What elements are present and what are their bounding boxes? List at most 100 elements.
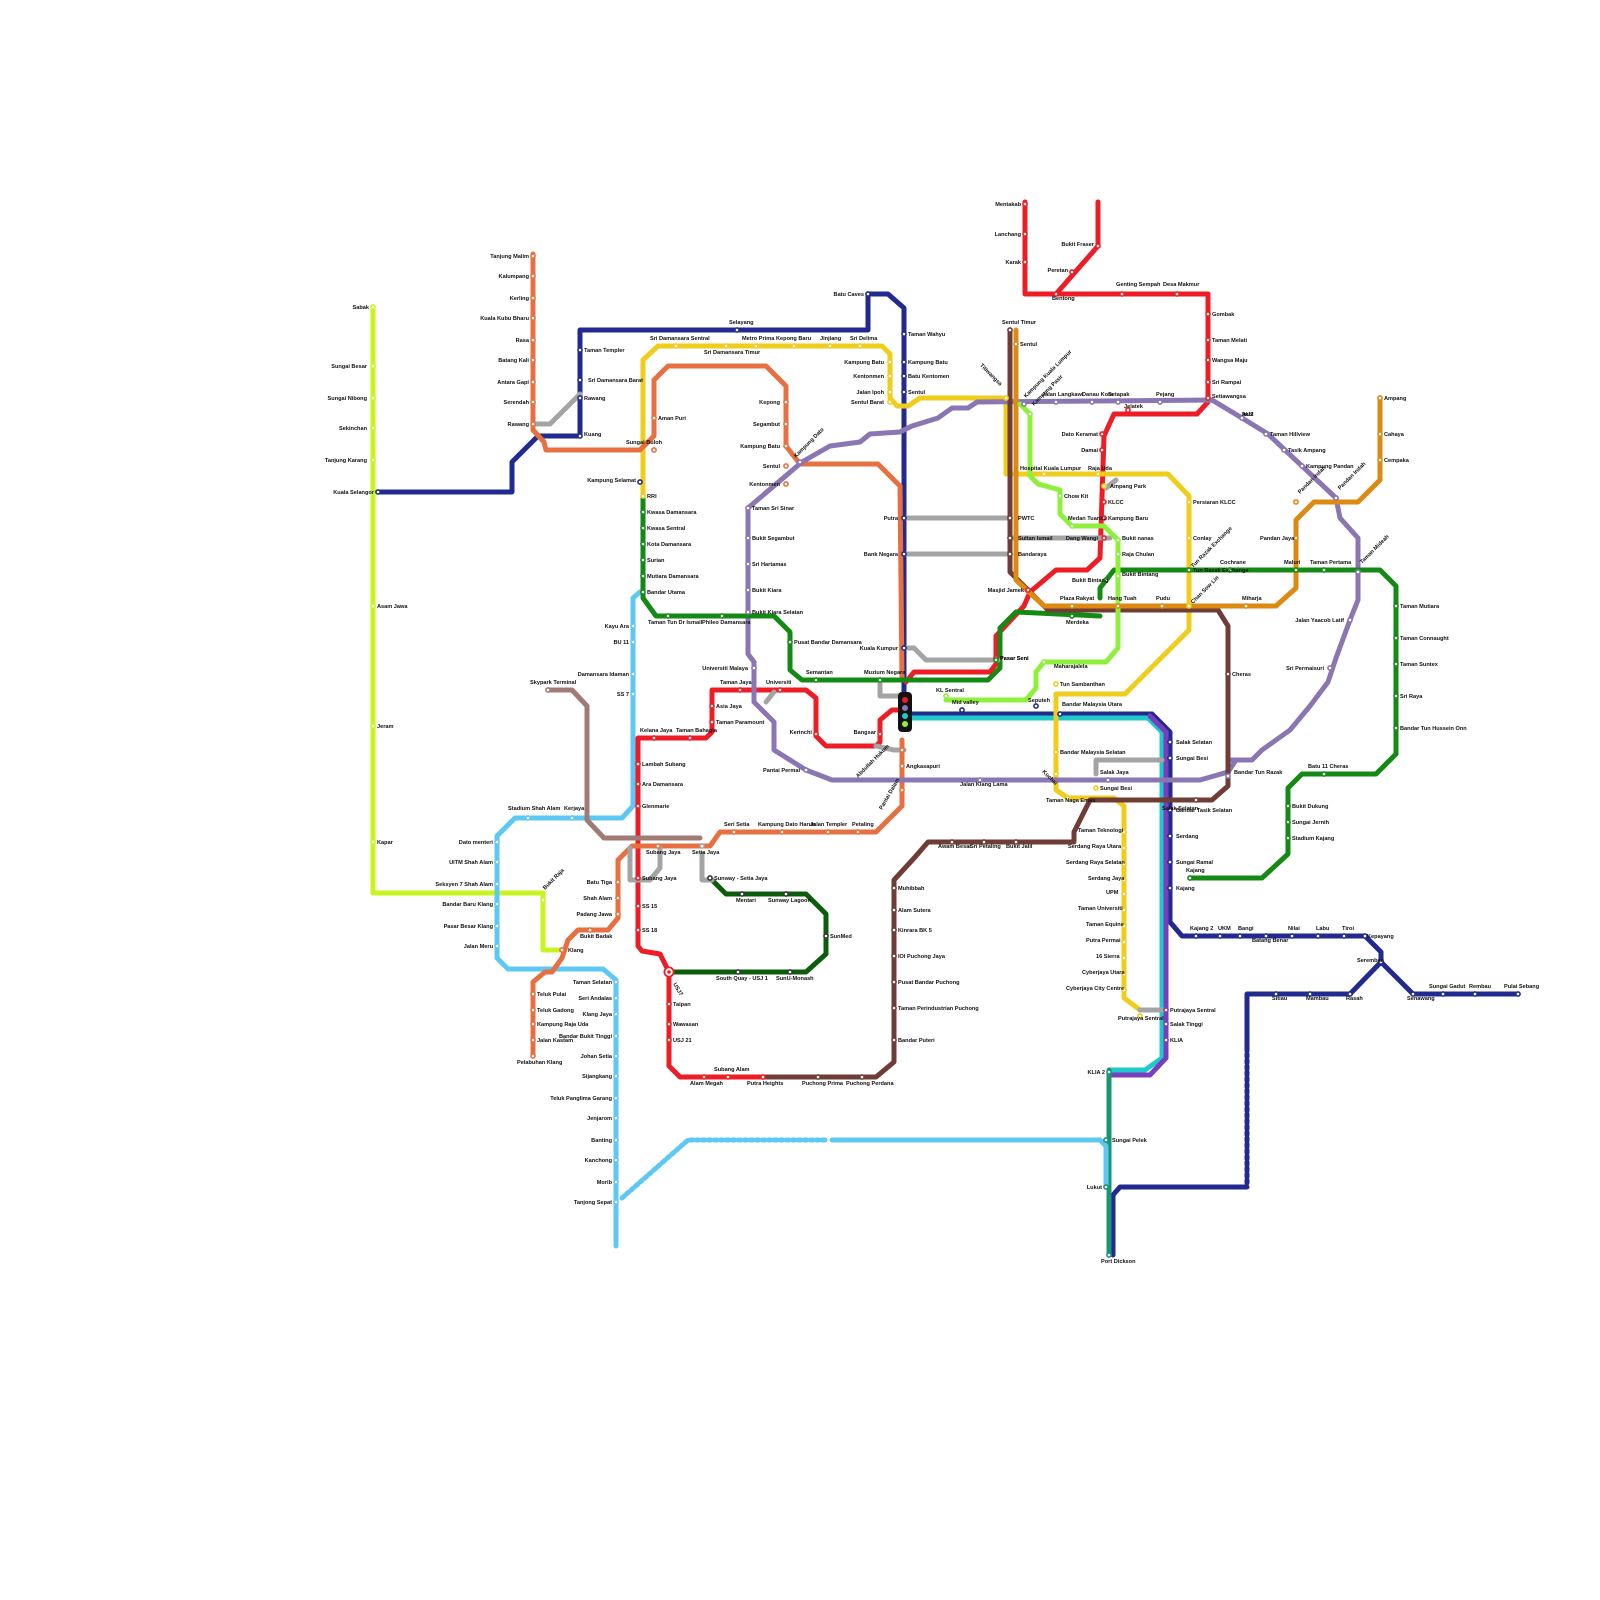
station-marker[interactable]: [816, 1075, 820, 1079]
station-marker[interactable]: [1322, 568, 1326, 572]
station-marker[interactable]: [560, 948, 564, 952]
station-marker[interactable]: [826, 830, 830, 834]
station-marker[interactable]: [798, 460, 802, 464]
station-marker[interactable]: [900, 764, 904, 768]
station-marker[interactable]: [1394, 726, 1398, 730]
station-marker[interactable]: [1378, 432, 1382, 436]
station-marker[interactable]: [1286, 836, 1290, 840]
station-marker[interactable]: [631, 624, 635, 628]
station-marker[interactable]: [371, 364, 375, 368]
station-marker[interactable]: [616, 896, 620, 900]
station-marker[interactable]: [1168, 886, 1172, 890]
station-marker[interactable]: [746, 610, 750, 614]
station-marker[interactable]: [631, 640, 635, 644]
station-marker[interactable]: [1102, 500, 1106, 504]
station-marker[interactable]: [1023, 202, 1027, 206]
station-marker[interactable]: [892, 928, 896, 932]
station-marker[interactable]: [641, 526, 645, 530]
station-marker[interactable]: [1122, 940, 1126, 944]
station-marker[interactable]: [746, 506, 750, 510]
station-marker[interactable]: [652, 448, 656, 452]
station-marker[interactable]: [804, 768, 808, 772]
station-marker[interactable]: [531, 422, 535, 426]
station-marker[interactable]: [614, 1074, 618, 1078]
station-marker[interactable]: [495, 840, 499, 844]
station-marker[interactable]: [1102, 536, 1106, 540]
station-marker[interactable]: [754, 344, 758, 348]
station-marker[interactable]: [614, 1116, 618, 1120]
station-marker[interactable]: [495, 902, 499, 906]
station-marker[interactable]: [1042, 472, 1046, 476]
station-marker[interactable]: [1094, 786, 1098, 790]
station-marker[interactable]: [900, 788, 904, 792]
station-marker[interactable]: [1286, 820, 1290, 824]
station-marker[interactable]: [1206, 396, 1210, 400]
station-marker[interactable]: [1206, 380, 1210, 384]
station-marker[interactable]: [858, 344, 862, 348]
station-marker[interactable]: [1158, 400, 1162, 404]
station-marker[interactable]: [1058, 712, 1062, 716]
station-marker[interactable]: [814, 732, 818, 736]
station-marker[interactable]: [614, 1034, 618, 1038]
station-marker[interactable]: [784, 482, 788, 486]
station-marker[interactable]: [1294, 500, 1298, 504]
station-marker[interactable]: [631, 672, 635, 676]
station-marker[interactable]: [1334, 496, 1338, 500]
station-marker[interactable]: [1194, 934, 1198, 938]
station-marker[interactable]: [1116, 400, 1120, 404]
station-marker[interactable]: [1218, 934, 1222, 938]
station-marker[interactable]: [1164, 1038, 1168, 1042]
station-marker[interactable]: [1206, 338, 1210, 342]
station-marker[interactable]: [1187, 536, 1191, 540]
station-marker[interactable]: [636, 804, 640, 808]
station-marker[interactable]: [531, 1038, 535, 1042]
station-marker[interactable]: [702, 1075, 706, 1079]
station-marker[interactable]: [788, 970, 792, 974]
station-marker[interactable]: [531, 296, 535, 300]
station-marker[interactable]: [902, 646, 906, 650]
station-marker[interactable]: [1104, 1185, 1108, 1189]
station-marker[interactable]: [860, 1075, 864, 1079]
station-marker[interactable]: [1008, 328, 1012, 332]
station-marker[interactable]: [960, 708, 964, 712]
station-marker[interactable]: [738, 688, 742, 692]
station-marker[interactable]: [1070, 524, 1074, 528]
station-marker[interactable]: [1008, 536, 1012, 540]
station-marker[interactable]: [784, 892, 788, 896]
station-marker[interactable]: [784, 400, 788, 404]
station-marker[interactable]: [641, 494, 645, 498]
station-marker[interactable]: [1008, 552, 1012, 556]
station-marker[interactable]: [736, 970, 740, 974]
station-marker[interactable]: [784, 422, 788, 426]
station-marker[interactable]: [631, 692, 635, 696]
station-marker[interactable]: [614, 1054, 618, 1058]
station-marker[interactable]: [588, 928, 592, 932]
station-marker[interactable]: [641, 542, 645, 546]
station-marker[interactable]: [1322, 772, 1326, 776]
station-marker[interactable]: [1014, 342, 1018, 346]
station-marker[interactable]: [708, 876, 712, 880]
station-marker[interactable]: [666, 614, 670, 618]
station-marker[interactable]: [1160, 604, 1164, 608]
station-marker[interactable]: [900, 748, 904, 752]
station-marker[interactable]: [1290, 934, 1294, 938]
station-marker[interactable]: [1054, 772, 1058, 776]
station-marker[interactable]: [1100, 432, 1104, 436]
station-marker[interactable]: [531, 1054, 535, 1058]
station-marker[interactable]: [1187, 604, 1191, 608]
station-marker[interactable]: [636, 904, 640, 908]
station-marker[interactable]: [614, 1012, 618, 1016]
station-marker[interactable]: [1378, 458, 1382, 462]
station-marker[interactable]: [1102, 484, 1106, 488]
station-marker[interactable]: [1107, 1253, 1111, 1257]
station-marker[interactable]: [1023, 232, 1027, 236]
station-marker[interactable]: [1206, 358, 1210, 362]
station-marker[interactable]: [1116, 538, 1120, 542]
station-marker[interactable]: [1164, 1022, 1168, 1026]
station-marker[interactable]: [1106, 778, 1110, 782]
station-marker[interactable]: [531, 274, 535, 278]
station-marker[interactable]: [1441, 992, 1445, 996]
station-marker[interactable]: [1096, 472, 1100, 476]
station-marker[interactable]: [892, 980, 896, 984]
station-marker[interactable]: [1316, 934, 1320, 938]
